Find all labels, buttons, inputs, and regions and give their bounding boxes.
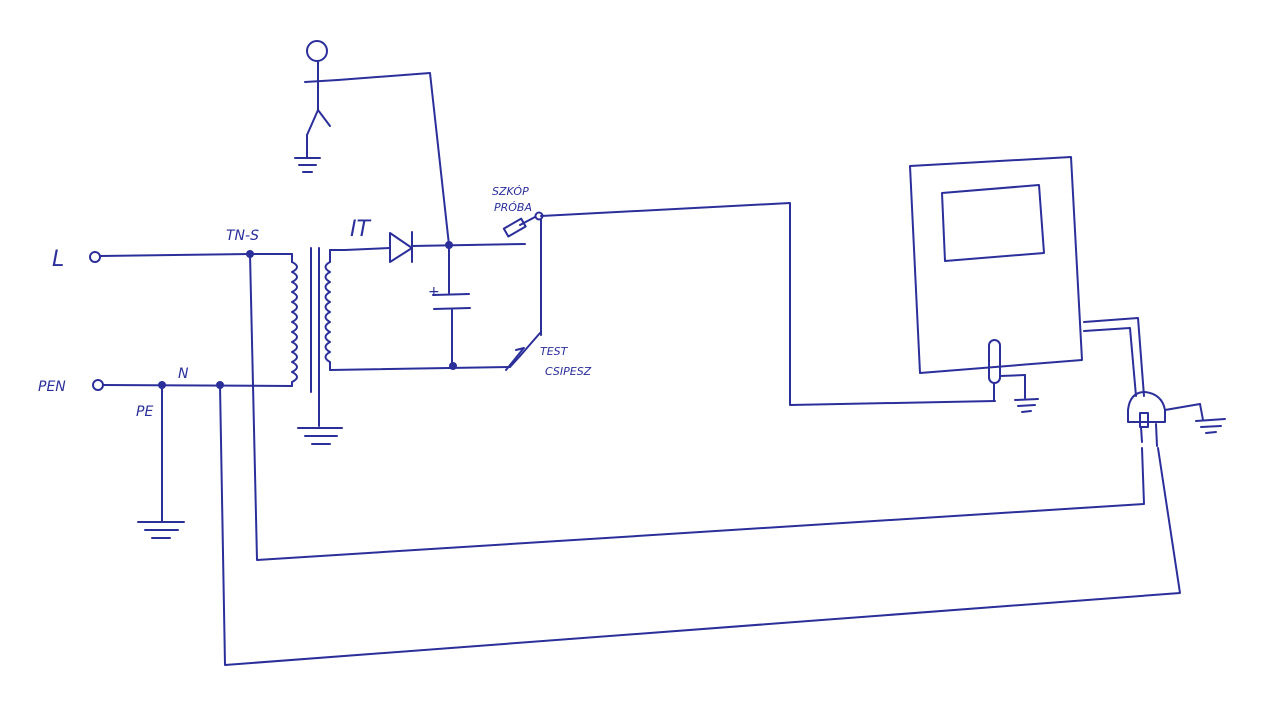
- line-terminal-label: L: [52, 247, 64, 272]
- pe-ground-symbol: [137, 384, 185, 539]
- probe-label-line2: PRÓBA: [494, 201, 532, 214]
- transformer-secondary-coil: [324, 249, 346, 371]
- tns-label: TN-S: [226, 228, 259, 244]
- tns-return-wire: [249, 253, 1145, 561]
- capacitor-symbol: [432, 293, 471, 310]
- oscilloscope-bnc-input: [988, 339, 1026, 402]
- pen-terminal: [92, 379, 293, 391]
- oscilloscope: [909, 156, 1083, 374]
- plug-ground-symbol: [1195, 418, 1226, 434]
- transformer-primary-coil: [249, 253, 298, 387]
- oscilloscope-ground-symbol: [1014, 398, 1039, 413]
- probe-tip-symbol: [502, 211, 544, 238]
- capacitor-polarity-label: +: [428, 284, 440, 300]
- line-terminal: [89, 251, 251, 263]
- transformer-ground-symbol: [297, 427, 343, 445]
- person-contact-wire: [337, 72, 450, 246]
- diode-symbol: [389, 231, 413, 263]
- n-return-wire: [219, 384, 1181, 666]
- transformer-core: [310, 247, 320, 427]
- oscilloscope-screen: [941, 184, 1045, 262]
- person-icon: [304, 40, 339, 159]
- neutral-label: N: [178, 366, 189, 382]
- test-clip-symbol: [505, 332, 541, 371]
- probe-cable: [540, 202, 996, 406]
- it-bottom-node: [449, 362, 457, 370]
- power-plug-icon: [1127, 391, 1204, 447]
- probe-label-line1: SZKÓP: [492, 185, 529, 198]
- oscilloscope-power-cord: [1083, 317, 1145, 397]
- test-label-line1: TEST: [540, 345, 569, 358]
- pen-terminal-label: PEN: [38, 379, 66, 395]
- it-circuit-wiring: [329, 243, 526, 371]
- person-ground-symbol: [294, 157, 321, 173]
- pe-label: PE: [136, 404, 153, 420]
- test-label-line2: CSIPESZ: [545, 365, 592, 378]
- it-label: IT: [350, 217, 371, 242]
